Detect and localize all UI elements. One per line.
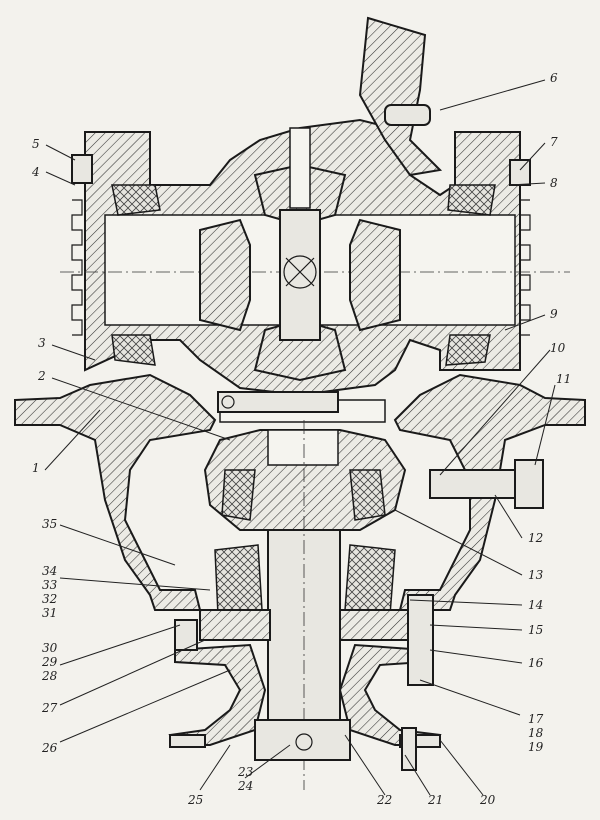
callout-30: 30	[42, 641, 58, 655]
callout-numbers: 5 4 3 2 1 35 34 33 32 31 30 29 28 27 26 …	[31, 71, 571, 807]
callout-33: 33	[42, 578, 58, 592]
callout-4: 4	[31, 165, 40, 179]
callout-27: 27	[41, 701, 58, 715]
shift-fork	[358, 16, 443, 177]
callout-16: 16	[528, 656, 544, 670]
callout-2: 2	[37, 369, 46, 383]
callout-24: 24	[237, 779, 253, 793]
callout-29: 29	[41, 655, 58, 669]
bevel-pinion-gear	[203, 429, 407, 531]
callout-13: 13	[528, 568, 544, 582]
output-flange	[168, 643, 442, 771]
callout-3: 3	[38, 336, 46, 350]
callout-15: 15	[528, 623, 543, 637]
callout-19: 19	[528, 740, 544, 754]
callout-31: 31	[42, 606, 57, 620]
callout-1: 1	[32, 461, 40, 475]
callout-9: 9	[550, 307, 558, 321]
pinion-shaft	[199, 420, 411, 790]
callout-14: 14	[528, 598, 543, 612]
callout-32: 32	[42, 592, 57, 606]
callout-25: 25	[187, 793, 203, 807]
callout-8: 8	[550, 176, 558, 190]
upper-right-bearing	[445, 184, 496, 366]
callout-6: 6	[550, 71, 558, 85]
callout-17: 17	[528, 712, 544, 726]
callout-10: 10	[550, 341, 566, 355]
leader-lines	[44, 79, 556, 796]
callout-28: 28	[41, 669, 58, 683]
callout-21: 21	[427, 793, 443, 807]
upper-left-bearing	[111, 184, 161, 366]
callout-26: 26	[41, 741, 58, 755]
callout-11: 11	[556, 372, 571, 386]
callout-5: 5	[32, 137, 40, 151]
callout-23: 23	[237, 765, 254, 779]
right-flange-teeth	[519, 199, 531, 336]
callout-35: 35	[42, 517, 57, 531]
callout-18: 18	[528, 726, 544, 740]
differential-gears	[199, 127, 401, 382]
callout-12: 12	[528, 531, 543, 545]
callout-34: 34	[42, 564, 57, 578]
callout-7: 7	[550, 135, 558, 149]
callout-20: 20	[479, 793, 496, 807]
bolts	[71, 154, 544, 686]
callout-22: 22	[376, 793, 392, 807]
left-flange-teeth	[71, 199, 83, 336]
